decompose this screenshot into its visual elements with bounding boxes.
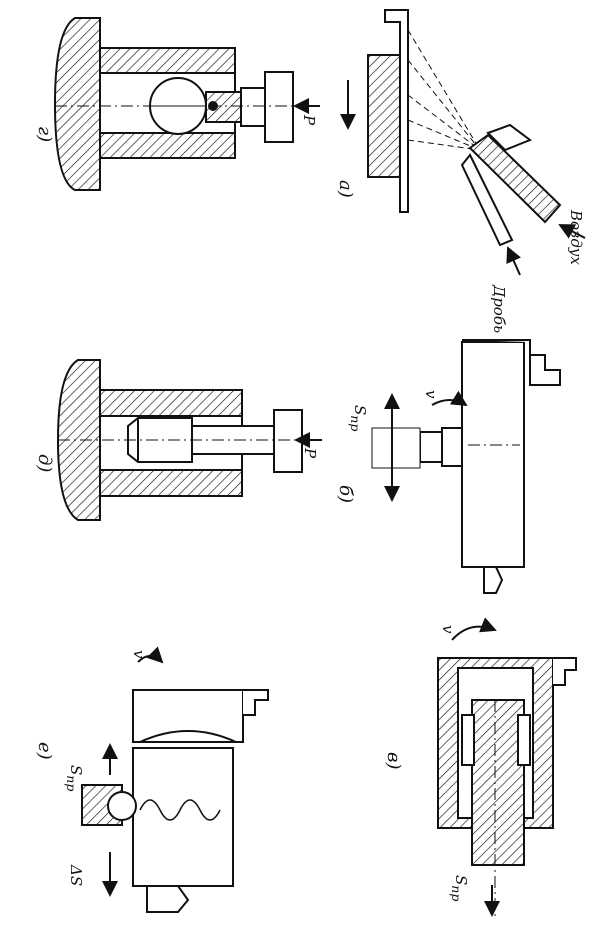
panel-label-b: б): [335, 485, 356, 504]
panel-g-drawing: [53, 17, 320, 191]
feed-label-b: Sпр: [348, 405, 369, 431]
force-label-d: P: [301, 448, 319, 459]
feed-sub-b: пр: [348, 415, 363, 432]
feed-symbol-v: S: [452, 875, 470, 886]
speed-label-e: v: [130, 650, 148, 659]
panel-b-drawing: [371, 339, 561, 594]
speed-label-v: v: [439, 625, 457, 634]
force-label-g: P: [300, 115, 318, 126]
feed-label-e: Sпр: [64, 765, 85, 791]
panel-label-a: а): [335, 180, 356, 198]
panel-e-drawing: [81, 646, 269, 913]
feed-sub-v: пр: [449, 885, 464, 902]
panel-d-drawing: [56, 359, 322, 521]
panel-v-drawing: [437, 617, 577, 920]
panel-label-v: в): [383, 752, 404, 770]
air-label: Воздух: [567, 210, 585, 265]
shot-label: Дробь: [490, 285, 508, 334]
delta-label-e: ΔS: [67, 865, 85, 887]
feed-symbol-b: S: [351, 405, 369, 416]
panel-a-drawing: [340, 9, 586, 276]
panel-label-g: г): [34, 126, 55, 143]
feed-label-v: Sпр: [449, 875, 470, 901]
panel-label-d: д): [34, 454, 55, 473]
feed-sub-e: пр: [64, 775, 79, 792]
feed-symbol-e: S: [67, 765, 85, 776]
speed-label-b: v: [422, 390, 440, 399]
panel-label-e: е): [34, 742, 55, 760]
